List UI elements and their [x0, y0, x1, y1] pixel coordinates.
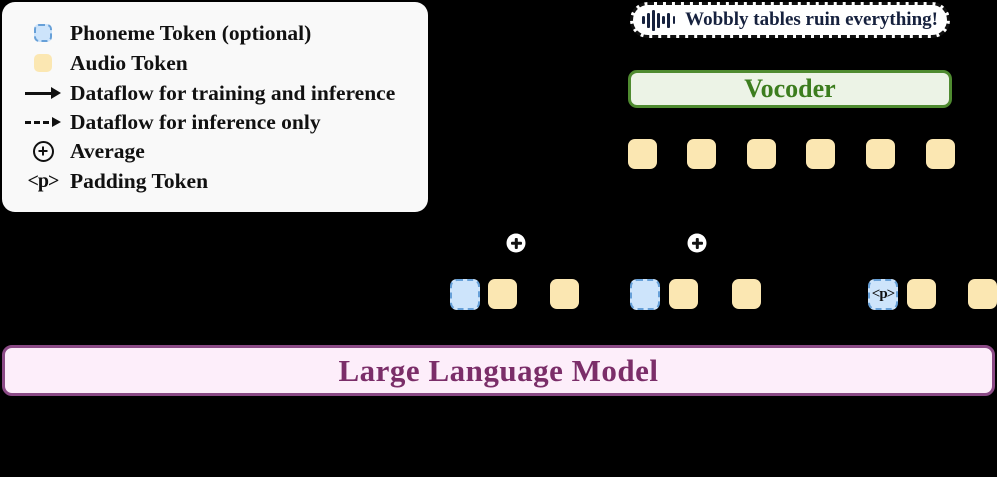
legend-item-average: Average — [2, 137, 145, 165]
dashed-arrow-icon — [18, 116, 68, 128]
legend-panel: Phoneme Token (optional) Audio Token Dat… — [2, 2, 428, 212]
legend-label: Audio Token — [70, 50, 188, 75]
audio-token — [866, 139, 895, 169]
padding-token-glyph: <p> — [27, 169, 60, 192]
waveform-icon — [642, 9, 676, 31]
legend-label: Phoneme Token (optional) — [70, 20, 312, 45]
average-plus-icon — [506, 233, 526, 253]
legend-label: Dataflow for training and inference — [70, 80, 396, 105]
phoneme-token — [630, 279, 660, 310]
audio-token — [907, 279, 936, 309]
legend-label: Padding Token — [70, 168, 209, 193]
speech-bubble: Wobbly tables ruin everything! — [630, 2, 950, 38]
legend-label: Dataflow for inference only — [70, 109, 321, 134]
audio-token — [628, 139, 657, 169]
vocoder-box: Vocoder — [628, 70, 952, 108]
legend-label: Average — [70, 138, 145, 163]
circle-plus-icon — [18, 140, 68, 162]
speech-bubble-text: Wobbly tables ruin everything! — [685, 9, 938, 30]
legend-item-audio-token: Audio Token — [2, 49, 188, 77]
audio-token — [926, 139, 955, 169]
audio-token — [488, 279, 517, 309]
legend-item-dataflow-solid: Dataflow for training and inference — [2, 79, 395, 107]
audio-token — [669, 279, 698, 309]
llm-label: Large Language Model — [338, 352, 659, 388]
legend-item-dataflow-dashed: Dataflow for inference only — [2, 108, 321, 136]
average-plus-icon — [687, 233, 707, 253]
vocoder-label: Vocoder — [744, 74, 836, 103]
audio-token — [806, 139, 835, 169]
phoneme-token — [450, 279, 480, 310]
audio-token — [550, 279, 579, 309]
legend-item-phoneme-token: Phoneme Token (optional) — [2, 19, 311, 47]
audio-token — [968, 279, 997, 309]
phoneme-token-swatch — [18, 24, 68, 42]
audio-token-swatch — [18, 54, 68, 72]
audio-token — [747, 139, 776, 169]
legend-item-padding-token: <p> Padding Token — [2, 167, 209, 195]
padding-token: <p> — [868, 279, 898, 310]
audio-token — [687, 139, 716, 169]
llm-box: Large Language Model — [2, 345, 995, 396]
audio-token — [732, 279, 761, 309]
solid-arrow-icon — [18, 87, 68, 99]
